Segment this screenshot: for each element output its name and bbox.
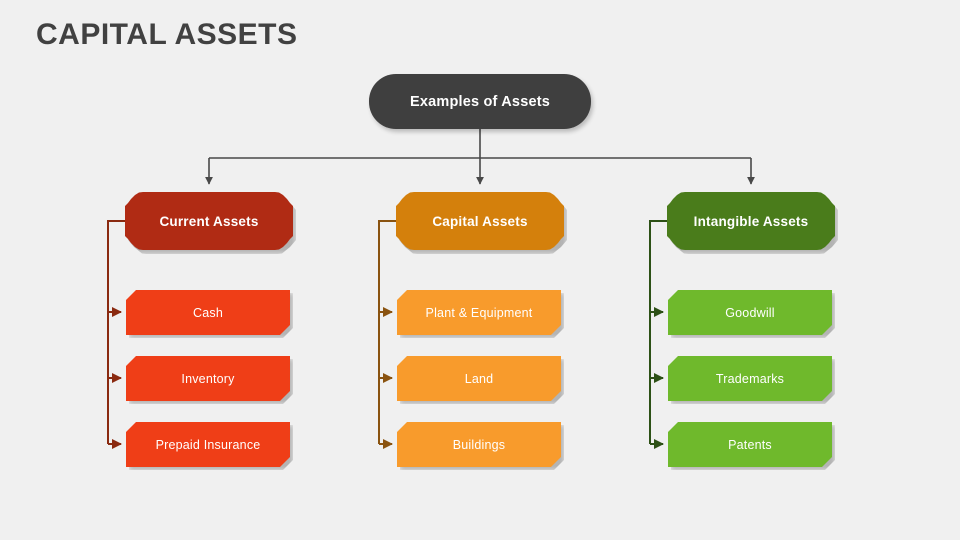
category-label: Current Assets bbox=[159, 213, 259, 229]
root-node-label: Examples of Assets bbox=[409, 93, 551, 110]
leaf-box-inventory[interactable]: Inventory bbox=[126, 356, 290, 401]
leaf-label: Cash bbox=[193, 305, 223, 320]
leaf-box-plant-and-equipment[interactable]: Plant & Equipment bbox=[397, 290, 561, 335]
root-node-examples-of-assets[interactable]: Examples of Assets bbox=[369, 74, 591, 129]
category-box-current-assets[interactable]: Current Assets bbox=[125, 192, 293, 250]
category-box-intangible-assets[interactable]: Intangible Assets bbox=[667, 192, 835, 250]
page-title: CAPITAL ASSETS bbox=[36, 18, 298, 51]
leaf-label: Plant & Equipment bbox=[425, 305, 533, 320]
category-label: Capital Assets bbox=[432, 213, 528, 229]
leaf-box-buildings[interactable]: Buildings bbox=[397, 422, 561, 467]
leaf-label: Buildings bbox=[452, 437, 506, 452]
leaf-box-patents[interactable]: Patents bbox=[668, 422, 832, 467]
root-trunk-connector bbox=[205, 129, 755, 185]
leaf-box-cash[interactable]: Cash bbox=[126, 290, 290, 335]
branch-connector-capital-assets bbox=[378, 220, 397, 449]
leaf-label: Patents bbox=[728, 437, 772, 452]
category-box-capital-assets[interactable]: Capital Assets bbox=[396, 192, 564, 250]
leaf-label: Prepaid Insurance bbox=[155, 437, 261, 452]
branch-connector-current-assets bbox=[107, 220, 126, 449]
leaf-label: Inventory bbox=[181, 371, 235, 386]
leaf-box-trademarks[interactable]: Trademarks bbox=[668, 356, 832, 401]
leaf-box-prepaid-insurance[interactable]: Prepaid Insurance bbox=[126, 422, 290, 467]
branch-connector-intangible-assets bbox=[649, 220, 668, 449]
leaf-label: Trademarks bbox=[715, 371, 785, 386]
leaf-label: Goodwill bbox=[725, 305, 775, 320]
leaf-box-goodwill[interactable]: Goodwill bbox=[668, 290, 832, 335]
leaf-label: Land bbox=[464, 371, 494, 386]
category-label: Intangible Assets bbox=[693, 213, 809, 229]
leaf-box-land[interactable]: Land bbox=[397, 356, 561, 401]
